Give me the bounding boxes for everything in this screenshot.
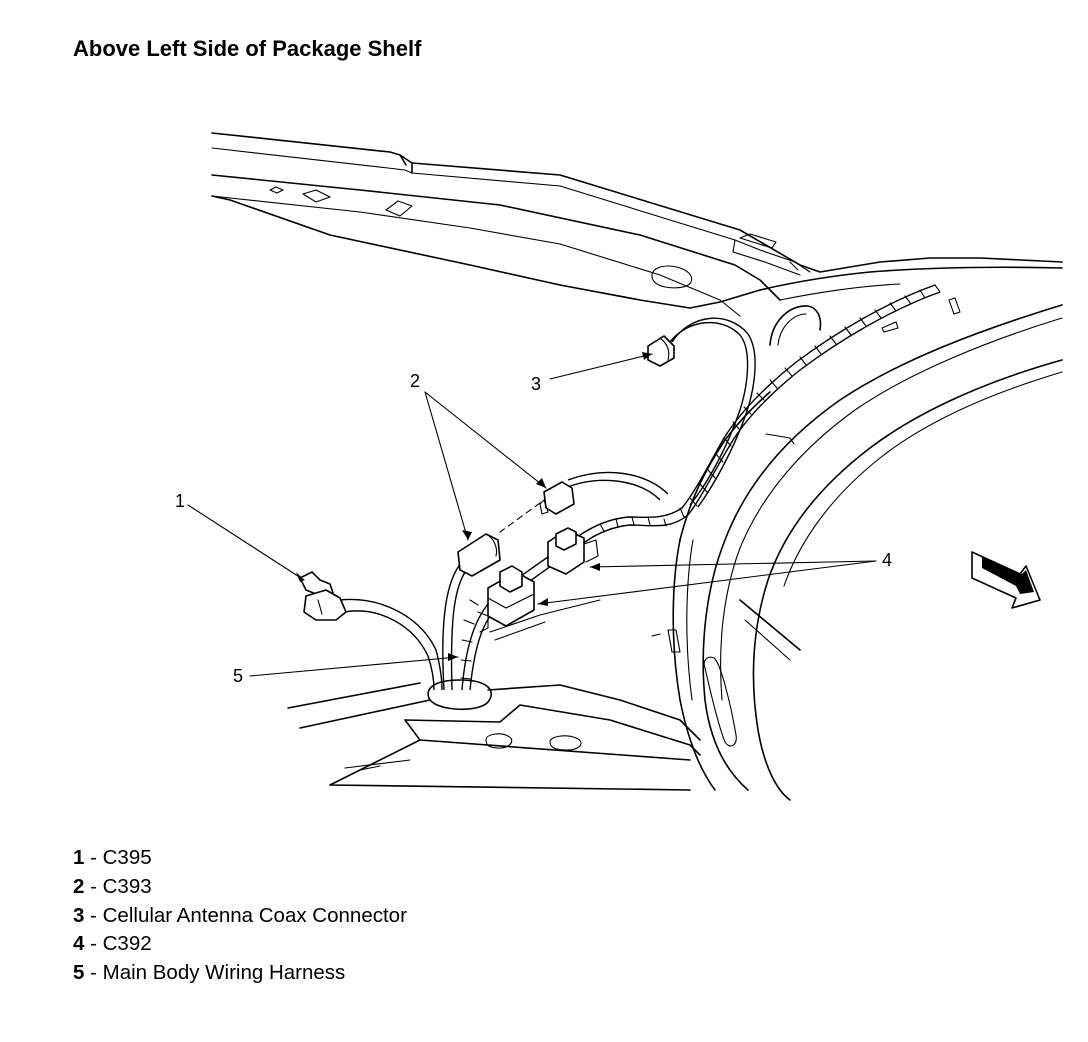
page-title: Above Left Side of Package Shelf <box>73 36 422 61</box>
lower-shelf <box>287 599 701 791</box>
legend-text: C395 <box>102 846 152 869</box>
callout-2: 2 <box>410 371 420 391</box>
legend-item: 3 - Cellular Antenna Coax Connector <box>73 902 407 931</box>
legend-text: C392 <box>102 932 152 956</box>
connector-c392-upper <box>547 527 599 575</box>
connector-coax <box>647 335 675 367</box>
legend-number: 3 <box>73 903 85 927</box>
legend: 1 - C395 2 - C393 3 - Cellular Antenna C… <box>73 844 407 988</box>
view-direction-arrow-icon <box>971 551 1041 609</box>
legend-item: 1 - C395 <box>73 844 407 873</box>
legend-number: 5 <box>73 961 85 985</box>
legend-separator: - <box>84 874 103 898</box>
callout-4: 4 <box>882 550 892 570</box>
connector-c393-upper <box>539 481 575 515</box>
legend-separator: - <box>84 932 103 956</box>
legend-item: 2 - C393 <box>73 873 407 902</box>
callout-3: 3 <box>531 374 541 394</box>
connector-c395 <box>299 571 347 621</box>
legend-item: 4 - C392 <box>73 930 407 959</box>
legend-text: Cellular Antenna Coax Connector <box>102 903 407 927</box>
legend-item: 5 - Main Body Wiring Harness <box>73 959 407 988</box>
legend-number: 1 <box>73 846 85 869</box>
connector-c393-lower <box>457 533 501 577</box>
callout-leaders <box>187 352 877 677</box>
legend-number: 4 <box>73 932 85 956</box>
legend-separator: - <box>84 903 103 927</box>
legend-text: C393 <box>102 874 152 898</box>
upper-panel <box>211 132 1063 346</box>
quarter-panel <box>651 297 1063 801</box>
callout-5: 5 <box>233 666 243 686</box>
legend-separator: - <box>84 846 103 869</box>
legend-text: Main Body Wiring Harness <box>102 961 346 985</box>
legend-number: 2 <box>73 874 85 898</box>
connector-c392-lower <box>477 565 535 633</box>
main-harness <box>339 284 941 691</box>
callout-1: 1 <box>175 491 185 511</box>
legend-separator: - <box>84 961 103 985</box>
